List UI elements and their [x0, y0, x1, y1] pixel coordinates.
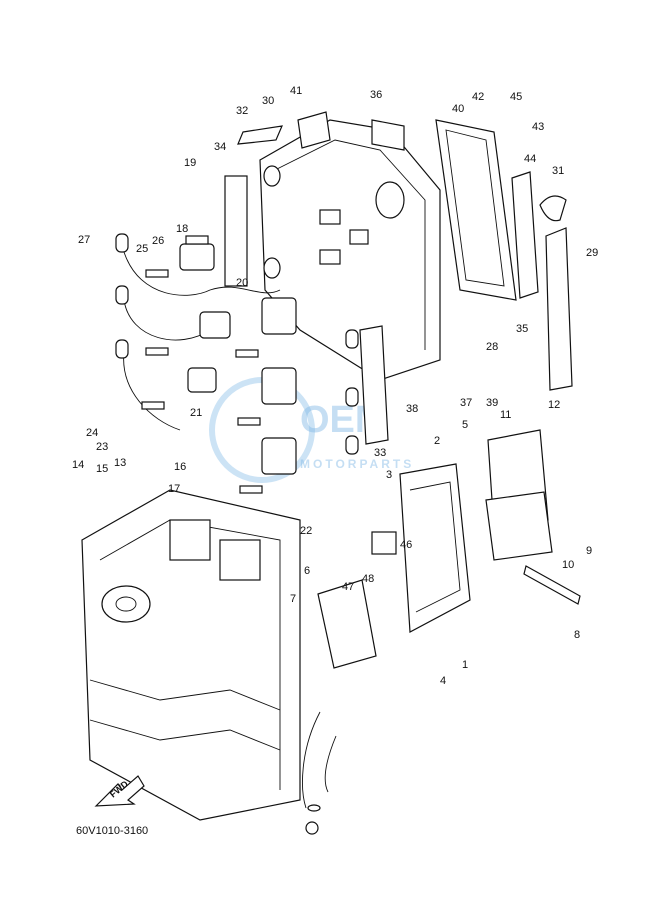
callout-48: 48	[362, 573, 374, 585]
ignition-coil-3	[261, 297, 297, 335]
callout-31: 31	[552, 165, 564, 177]
callout-30: 30	[262, 95, 274, 107]
engine-block	[81, 489, 301, 821]
callout-2: 2	[434, 435, 440, 447]
part-6-rectifier	[317, 579, 377, 669]
ignition-coil-6	[187, 367, 217, 393]
ignition-coil-4	[261, 367, 297, 405]
diagram-code: 60V1010-3160	[76, 825, 148, 837]
callout-47: 47	[342, 581, 354, 593]
callout-13: 13	[114, 457, 126, 469]
callout-32: 32	[236, 105, 248, 117]
callout-36: 36	[370, 89, 382, 101]
ground-lead-13	[302, 711, 321, 809]
part-29-strip	[545, 227, 573, 391]
ignition-coil-1	[179, 235, 215, 271]
plug-cap-1	[115, 233, 129, 253]
callout-9: 9	[586, 545, 592, 557]
plug-cap-6	[345, 435, 359, 455]
callout-26: 26	[152, 235, 164, 247]
callout-20: 20	[236, 277, 248, 289]
callout-34: 34	[214, 141, 226, 153]
wire-harness-2	[123, 299, 211, 341]
watermark-sub: MOTORPARTS	[300, 457, 414, 471]
callout-29: 29	[586, 247, 598, 259]
callout-44: 44	[524, 153, 536, 165]
callout-12: 12	[548, 399, 560, 411]
plug-cap-4	[345, 329, 359, 349]
wire-harness-1	[123, 251, 281, 296]
plug-cap-2	[115, 285, 129, 305]
callout-46: 46	[400, 539, 412, 551]
part-46-relay	[371, 531, 397, 555]
callout-39: 39	[486, 397, 498, 409]
part-33-bracket	[359, 325, 389, 445]
callout-1: 1	[462, 659, 468, 671]
bracket-cover	[259, 119, 441, 381]
part-8-plate	[523, 565, 581, 605]
callout-25: 25	[136, 243, 148, 255]
fwd-arrow: FWD	[94, 775, 145, 807]
callout-33: 33	[374, 447, 386, 459]
callout-38: 38	[406, 403, 418, 415]
callout-5: 5	[462, 419, 468, 431]
callout-35: 35	[516, 323, 528, 335]
callout-15: 15	[96, 463, 108, 475]
wire-harness-3	[123, 351, 181, 431]
callout-10: 10	[562, 559, 574, 571]
callout-23: 23	[96, 441, 108, 453]
callout-6: 6	[304, 565, 310, 577]
callout-4: 4	[440, 675, 446, 687]
callout-37: 37	[460, 397, 472, 409]
callout-42: 42	[472, 91, 484, 103]
callout-41: 41	[290, 85, 302, 97]
ground-lead-13b	[324, 735, 337, 793]
callout-27: 27	[78, 234, 90, 246]
bolt-25-group	[141, 269, 263, 494]
callout-14: 14	[72, 459, 84, 471]
ignition-coil-5	[261, 437, 297, 475]
callout-17: 17	[168, 483, 180, 495]
callout-18: 18	[176, 223, 188, 235]
part-32-plate	[237, 125, 283, 145]
ignition-coil-2	[199, 311, 231, 339]
callout-16: 16	[174, 461, 186, 473]
callout-43: 43	[532, 121, 544, 133]
part-34-gasket	[224, 175, 248, 287]
callout-24: 24	[86, 427, 98, 439]
part-44-gasket	[511, 171, 539, 299]
callout-45: 45	[510, 91, 522, 103]
callout-3: 3	[386, 469, 392, 481]
part-36-sheet	[371, 119, 405, 151]
callout-7: 7	[290, 593, 296, 605]
bolt-14-lower	[305, 821, 319, 835]
callout-22: 22	[300, 525, 312, 537]
callout-8: 8	[574, 629, 580, 641]
part-43-frame	[435, 119, 517, 301]
washer-15-lower	[307, 804, 321, 812]
callout-28: 28	[486, 341, 498, 353]
cdi-unit-11	[485, 429, 553, 561]
callout-40: 40	[452, 103, 464, 115]
plug-cap-5	[345, 387, 359, 407]
callout-19: 19	[184, 157, 196, 169]
part-30-label-plate	[297, 111, 331, 149]
plug-cap-3	[115, 339, 129, 359]
callout-11: 11	[500, 409, 511, 421]
part-31-cap	[539, 195, 567, 222]
callout-21: 21	[190, 407, 202, 419]
